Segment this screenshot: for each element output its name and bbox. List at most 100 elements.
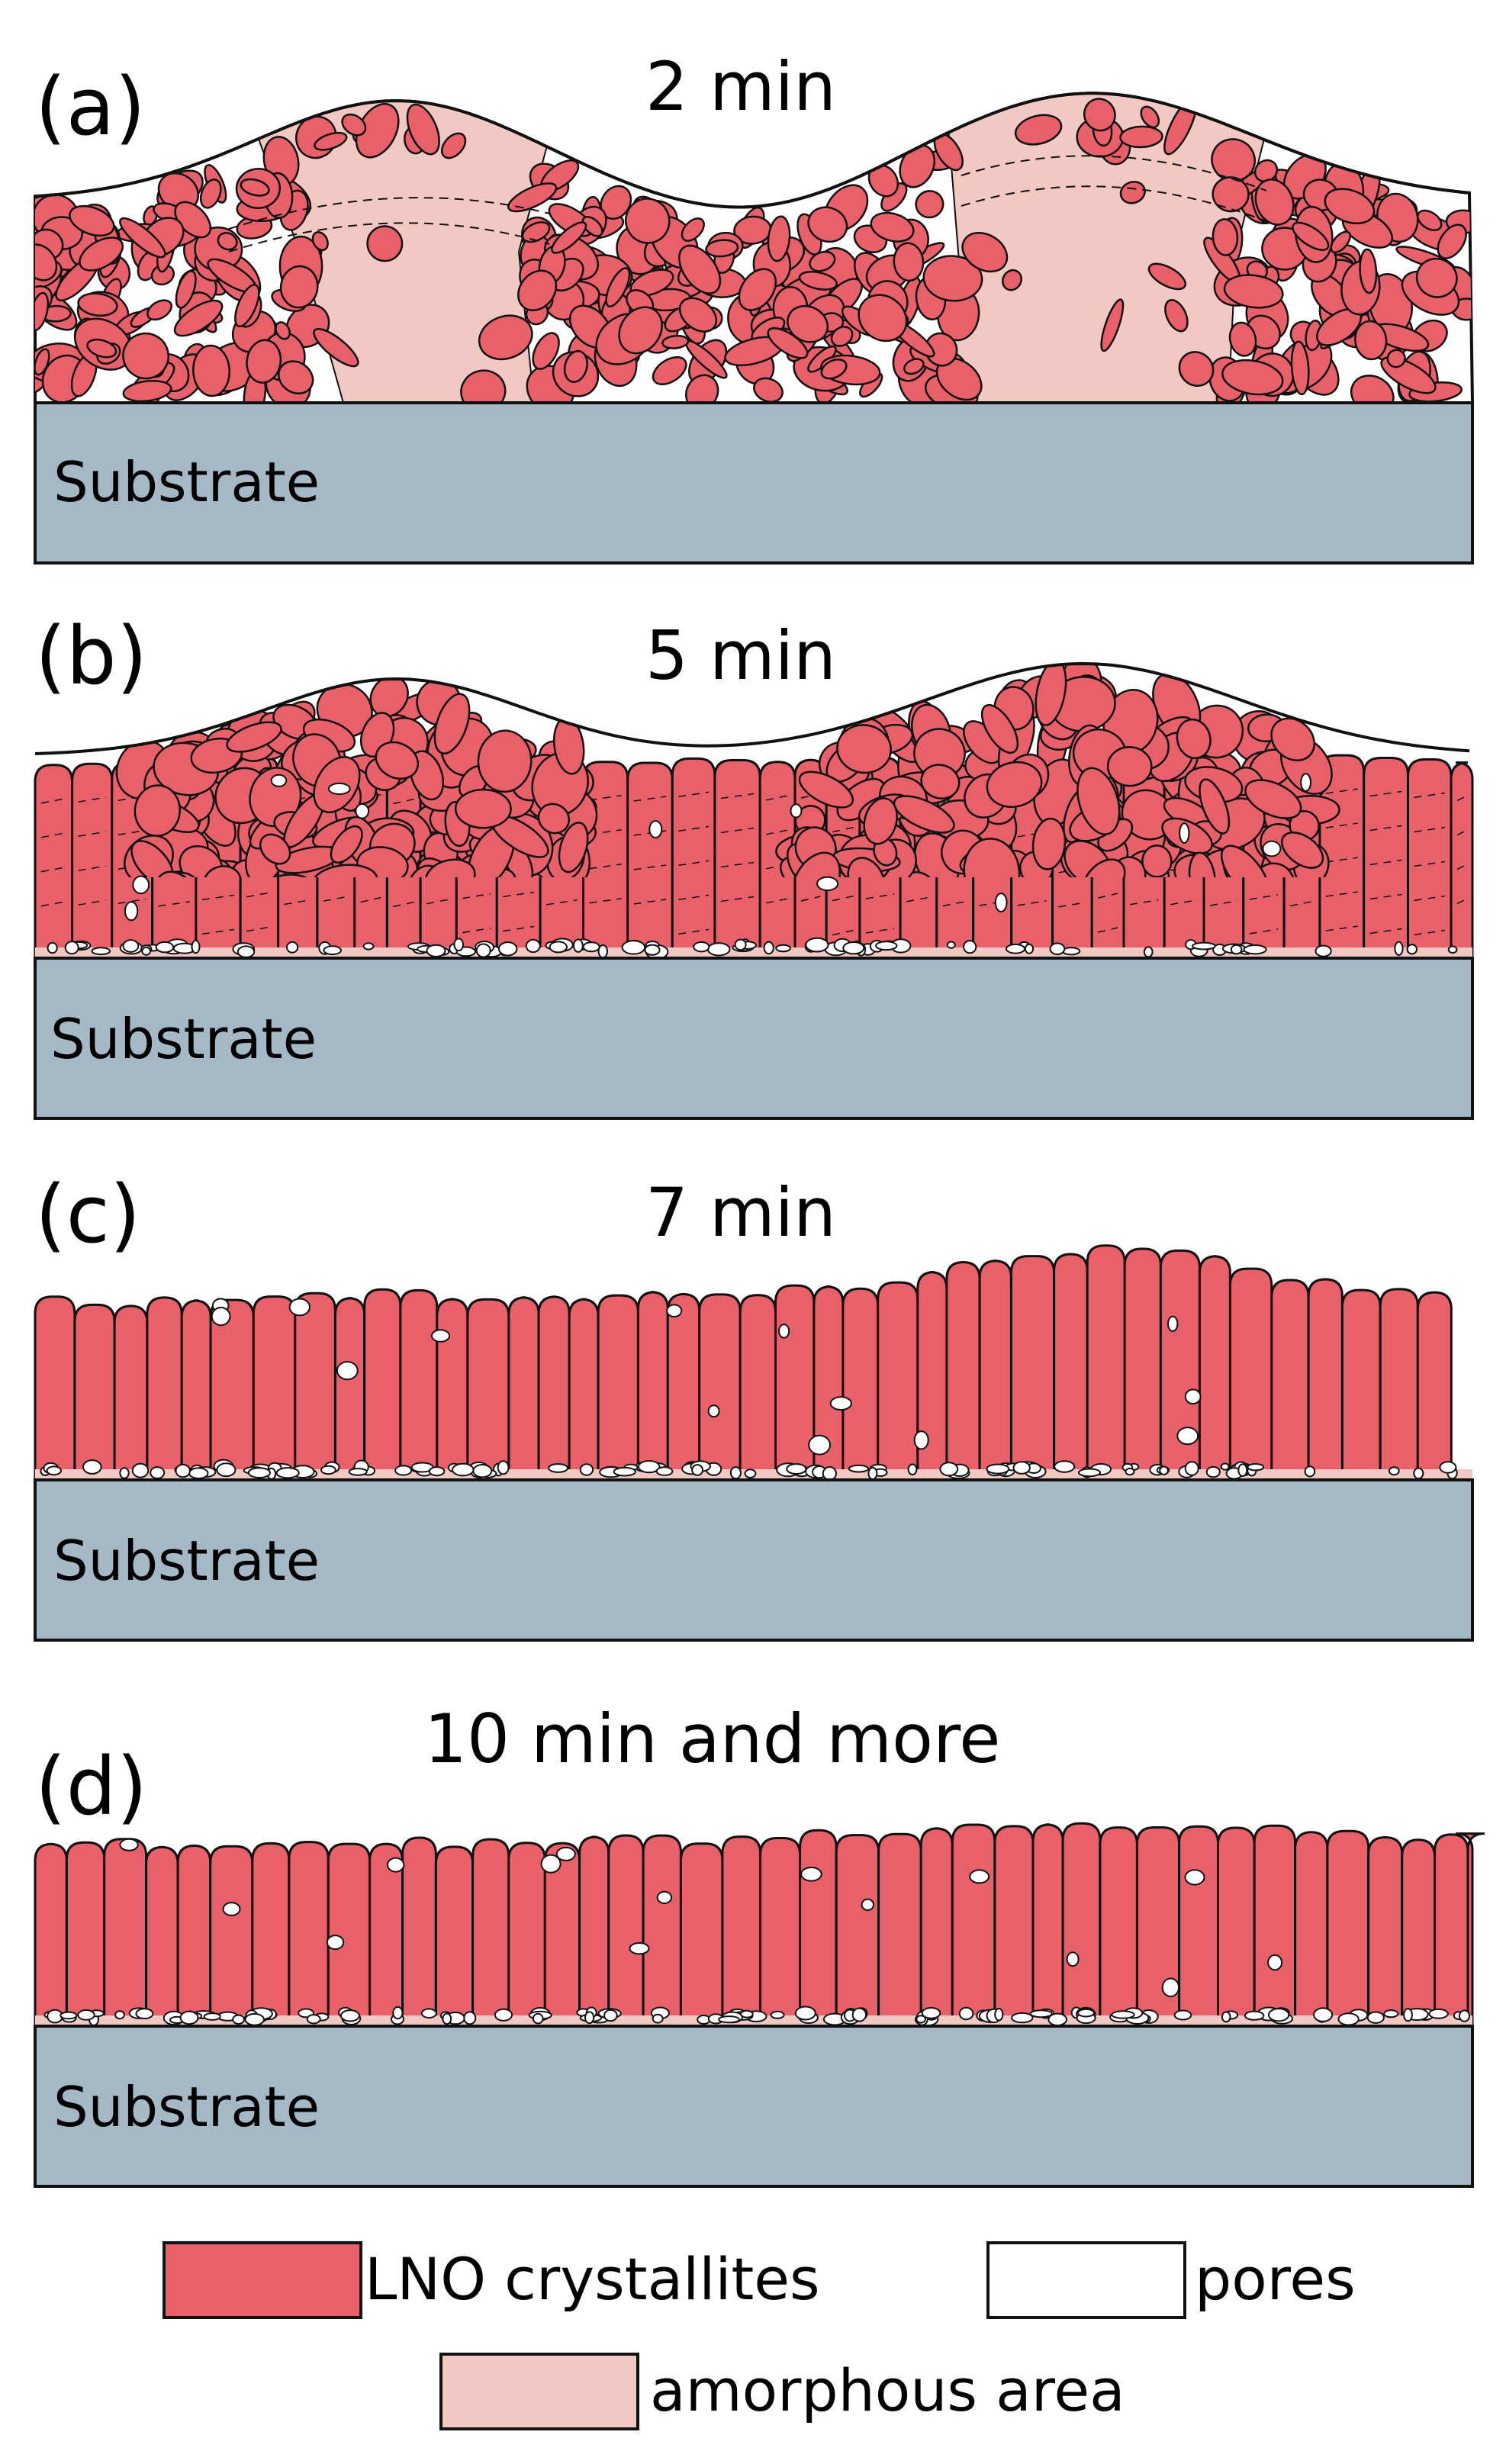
panel-a-time: 2 min <box>645 47 836 126</box>
column-crystallite <box>399 1288 439 1481</box>
crystallite <box>618 306 663 355</box>
lattice-line <box>503 925 535 932</box>
crystallite <box>35 291 50 332</box>
lattice-line <box>1414 792 1446 799</box>
crystallite <box>1100 298 1125 352</box>
crystallite <box>234 284 260 328</box>
lattice-line <box>589 795 622 801</box>
pore <box>1403 2008 1413 2022</box>
pore <box>652 2013 664 2024</box>
pore <box>1184 1388 1202 1405</box>
lattice-line <box>1456 898 1467 905</box>
pore <box>320 1465 336 1475</box>
lattice-line <box>1017 900 1047 906</box>
column-crystallite <box>363 1288 402 1481</box>
crystallite <box>920 764 961 799</box>
column-crystallite <box>679 1842 724 2028</box>
pore <box>244 2012 265 2026</box>
pore <box>1176 1427 1199 1446</box>
panel-c-substrate-label: Substrate <box>53 1529 320 1593</box>
crystallite <box>483 868 517 877</box>
pore <box>362 942 375 951</box>
column-crystallite <box>607 1834 645 2028</box>
crystallite <box>652 355 687 386</box>
crystallite <box>532 332 560 370</box>
pore <box>135 2008 154 2020</box>
pore <box>222 1902 241 1916</box>
lattice-line <box>1209 900 1237 906</box>
column-crystallite <box>209 1298 255 1481</box>
pore <box>1394 941 1404 957</box>
panel-b-time: 5 min <box>645 616 836 695</box>
crystallite <box>1188 851 1217 877</box>
pore <box>394 1465 413 1476</box>
column-crystallite <box>1053 1253 1089 1481</box>
crystallite <box>311 231 329 252</box>
lattice-line <box>117 829 146 836</box>
pore <box>986 1463 1010 1475</box>
crystallite <box>1106 746 1153 787</box>
column-crystallite <box>993 1825 1035 2028</box>
pore <box>706 942 731 957</box>
pore <box>1054 1460 1076 1473</box>
panel-d-pores <box>35 1838 1472 2027</box>
pore <box>428 1466 446 1477</box>
column-crystallite <box>1450 761 1474 960</box>
pore <box>603 2009 618 2022</box>
crystallite <box>963 838 1021 877</box>
lattice-line <box>323 896 349 902</box>
pore <box>718 2015 740 2024</box>
column-crystallite <box>294 1292 336 1481</box>
pore <box>822 1466 838 1481</box>
lattice-line <box>678 825 710 832</box>
crystallite <box>1324 188 1376 224</box>
pore <box>629 1942 650 1955</box>
crystallite <box>685 374 719 404</box>
column-crystallite <box>759 1837 802 2028</box>
pore <box>270 774 288 787</box>
lattice-line <box>832 929 854 936</box>
column-crystallite <box>34 1295 76 1481</box>
crystallite <box>122 332 169 380</box>
column-crystallite <box>1367 1835 1404 2028</box>
pore <box>525 938 541 954</box>
column-crystallite <box>1416 1291 1453 1481</box>
pore <box>1125 1467 1135 1476</box>
pore <box>426 944 446 957</box>
panel-c-columns <box>34 1244 1453 1481</box>
column-crystallite <box>176 1844 212 2028</box>
panel-c-time: 7 min <box>645 1173 836 1252</box>
crystallite <box>625 198 671 244</box>
crystallite <box>980 703 1019 754</box>
crystallite <box>922 255 983 302</box>
pore <box>597 944 608 959</box>
pore <box>46 1465 63 1476</box>
pore <box>216 1462 237 1478</box>
lattice-line <box>766 898 790 904</box>
pore <box>211 1307 231 1327</box>
pore <box>770 2010 785 2019</box>
crystallite <box>35 243 58 281</box>
pore <box>150 1466 166 1479</box>
pore <box>913 1430 929 1450</box>
pore <box>131 1462 150 1478</box>
pore <box>1205 1465 1221 1478</box>
pore <box>122 939 140 953</box>
crystallite <box>35 348 50 376</box>
crystallite <box>155 870 201 877</box>
crystallite <box>122 379 172 403</box>
lattice-line <box>720 861 755 868</box>
crystallite <box>1031 817 1067 870</box>
pore <box>392 2006 404 2020</box>
crystallite <box>537 803 571 835</box>
column-crystallite <box>951 1823 996 2028</box>
pore <box>763 941 774 955</box>
crystallite <box>798 270 838 291</box>
pore <box>326 1935 345 1951</box>
panel-a-crystallites <box>35 98 1472 404</box>
pore <box>1439 1461 1457 1474</box>
pore <box>132 875 150 895</box>
pore <box>1029 2009 1053 2018</box>
column-crystallite <box>1363 757 1409 960</box>
